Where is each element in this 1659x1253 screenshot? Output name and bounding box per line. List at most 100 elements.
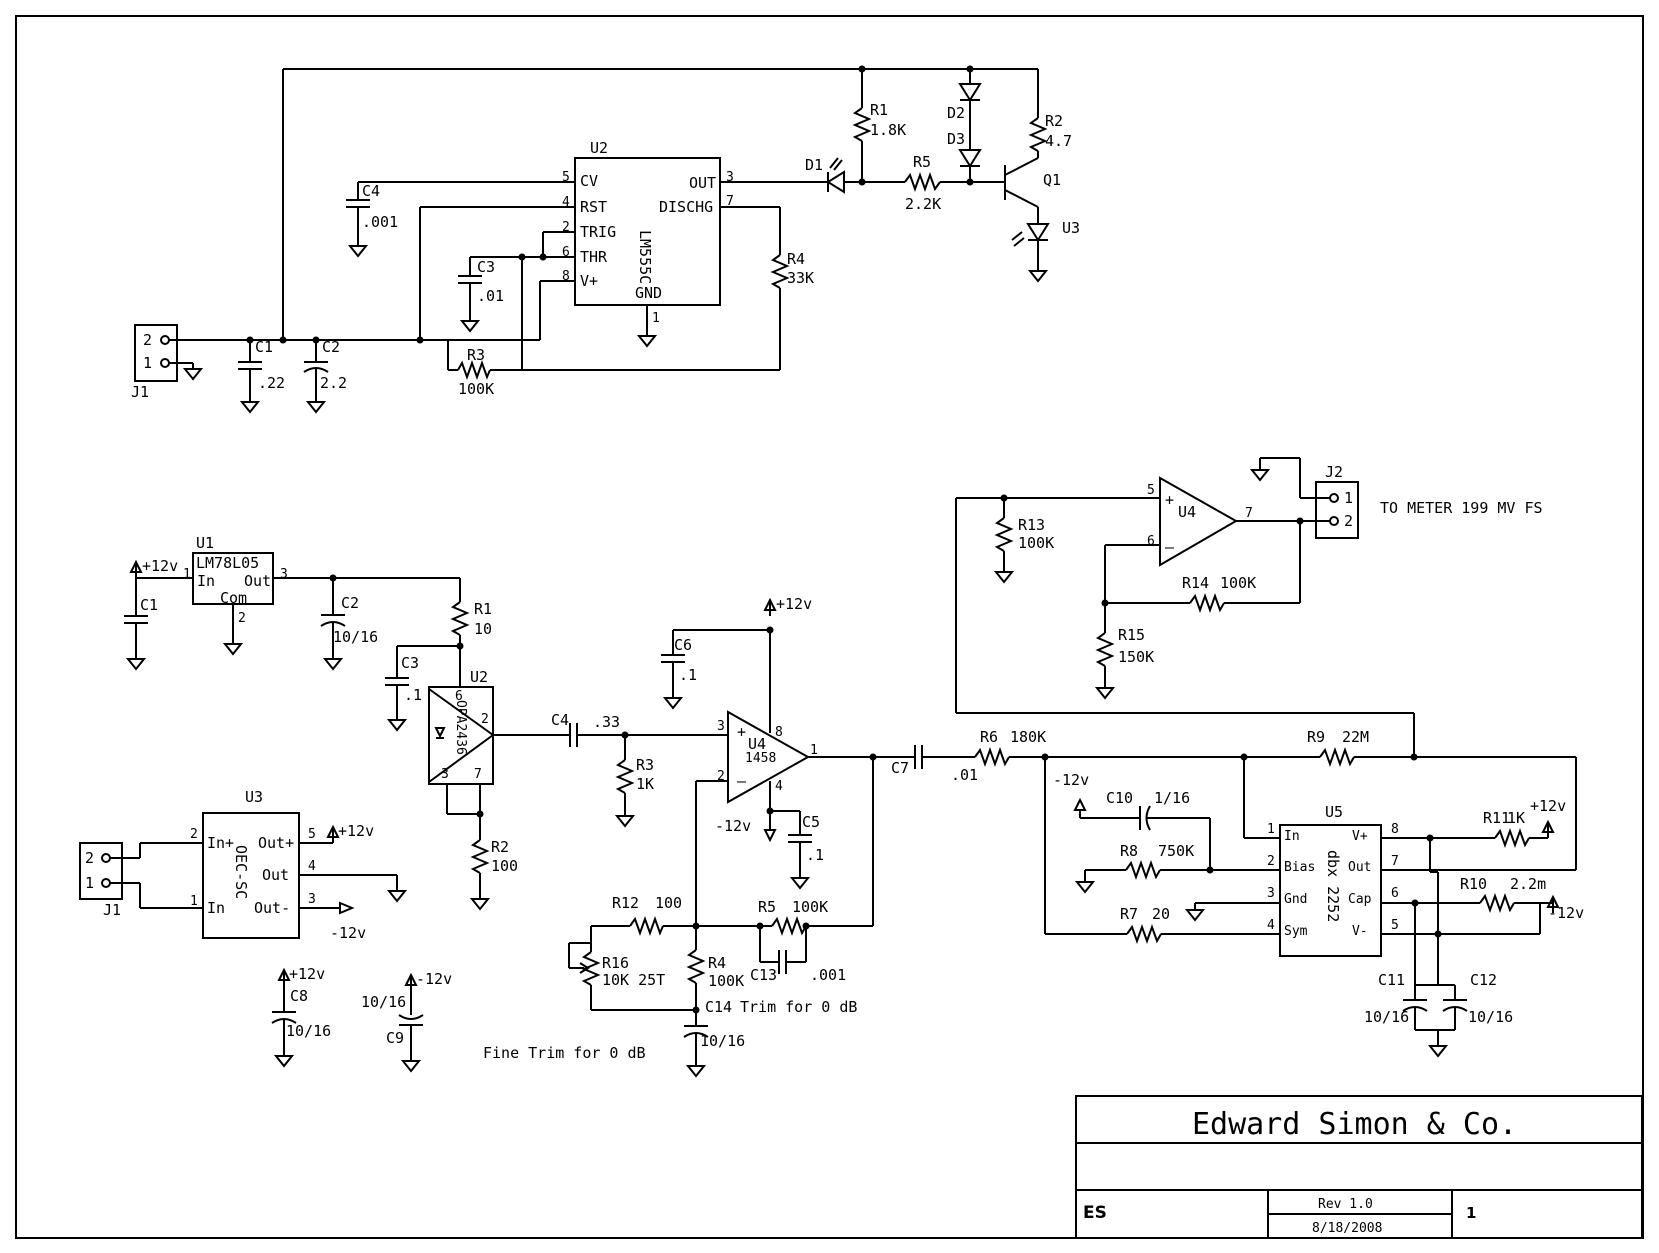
u5-out-label: Out xyxy=(1348,860,1371,875)
r3-ref-label: R3 xyxy=(467,346,485,364)
u2b-pin3: 3 xyxy=(441,767,449,782)
u5-bias-label: Bias xyxy=(1284,860,1315,875)
c13-ref-label: C13 xyxy=(750,966,777,984)
u2-pin-out: OUT xyxy=(689,174,716,192)
u2-pinnum-5: 5 xyxy=(562,170,570,185)
r14-ref-label: R14 xyxy=(1182,574,1209,592)
c10-ref-label: C10 xyxy=(1106,789,1133,807)
capacitor-c13-bottom: C13 .001 xyxy=(750,950,846,984)
capacitor-c6-bottom: C6 .1 xyxy=(661,636,697,709)
c10-supply-label: -12v xyxy=(1053,771,1089,789)
c9-ref-label: C9 xyxy=(386,1029,404,1047)
r15-ref-label: R15 xyxy=(1118,626,1145,644)
u1-pin2: 2 xyxy=(238,611,246,626)
r2-ref-label: R2 xyxy=(1045,112,1063,130)
u5-in-label: In xyxy=(1284,829,1300,844)
u2b-pin6: 6 xyxy=(455,689,463,704)
u4b-plus-label: + xyxy=(1165,491,1174,509)
r4-ref-label: R4 xyxy=(787,250,805,268)
r1-value-label: 1.8K xyxy=(870,121,906,139)
capacitor-c2-top: C2 2.2 xyxy=(303,336,347,413)
u4-pin8: 8 xyxy=(775,725,783,740)
c8-ref-label: C8 xyxy=(290,987,308,1005)
c4-ref-label: C4 xyxy=(362,182,380,200)
u2-pin-thr: THR xyxy=(580,248,608,266)
u1-ref-label: U1 xyxy=(196,534,214,552)
c3-value-label: .01 xyxy=(477,287,504,305)
c14-value-label: 10/16 xyxy=(700,1032,745,1050)
capacitor-c5-bottom: C5 .1 xyxy=(788,813,824,889)
resistor-r4-bottom: R4 100K xyxy=(686,949,744,1010)
r5-value-label: 2.2K xyxy=(905,195,941,213)
c13-value-label: .001 xyxy=(810,966,846,984)
u3b-pin1: 1 xyxy=(190,894,198,909)
transistor-q1: Q1 xyxy=(1004,151,1061,224)
capacitor-c4-top: C4 .001 xyxy=(346,182,398,257)
u5-part-label: dbx 2252 xyxy=(1324,850,1342,922)
j2-ref-label: J2 xyxy=(1325,463,1343,481)
j1-pin2-label: 2 xyxy=(143,331,152,349)
circuit-1: 2 1 J1 C1 .22 C2 2.2 U2 xyxy=(131,65,1080,413)
capacitor-c8: C8 10/16 xyxy=(271,986,331,1067)
u4-plus-label: + xyxy=(737,723,746,741)
u2-pin-dischg: DISCHG xyxy=(659,198,713,216)
c7-value-label: .01 xyxy=(951,766,978,784)
c10-value-label: 1/16 xyxy=(1154,789,1190,807)
resistor-r1-top: R1 1.8K xyxy=(852,101,906,182)
r9-value-label: 22M xyxy=(1342,728,1369,746)
connector-j1-top: 2 1 J1 xyxy=(131,324,178,401)
r3b-ref-label: R3 xyxy=(636,756,654,774)
sheet-border xyxy=(15,15,1644,1239)
u2-pin-cv: CV xyxy=(580,172,598,190)
r3-value-label: 100K xyxy=(458,380,494,398)
j2-pin1-label: 1 xyxy=(1344,489,1353,507)
u4-pin4: 4 xyxy=(775,779,783,794)
u5-pin8: 8 xyxy=(1391,822,1399,837)
led-u3-top: U3 xyxy=(1011,219,1080,282)
c2-ref-label: C2 xyxy=(322,338,340,356)
r3b-value-label: 1K xyxy=(636,775,654,793)
j2-pin2-label: 2 xyxy=(1344,512,1353,530)
c9-supply-label: -12v xyxy=(416,970,452,988)
capacitor-c1-bottom: C1 xyxy=(124,596,158,670)
r11-supply-label: +12v xyxy=(1530,797,1566,815)
c9-value-label: 10/16 xyxy=(361,993,406,1011)
r10-ref-label: R10 xyxy=(1460,875,1487,893)
r15-value-label: 150K xyxy=(1118,648,1154,666)
u2-pinnum-6: 6 xyxy=(562,245,570,260)
r14-value-label: 100K xyxy=(1220,574,1256,592)
c1-ref-label: C1 xyxy=(255,338,273,356)
led-d1: D1 xyxy=(805,156,845,194)
connector-j1-bottom: 2 1 J1 xyxy=(79,842,123,919)
r16-value-label: 10K 25T xyxy=(602,971,665,989)
j1-pin1-label: 1 xyxy=(143,354,152,372)
r7-value-label: 20 xyxy=(1152,905,1170,923)
resistor-r12-bottom: R12 100 xyxy=(612,894,682,936)
c12-ref-label: C12 xyxy=(1470,971,1497,989)
u4b-minus-label: – xyxy=(1165,538,1175,556)
u4-part-label: 1458 xyxy=(745,751,776,766)
j1b-pin2-label: 2 xyxy=(85,849,94,867)
r12-value-label: 100 xyxy=(655,894,682,912)
r2b-ref-label: R2 xyxy=(491,838,509,856)
initials: ES xyxy=(1083,1203,1107,1223)
resistor-r9: R9 22M xyxy=(1307,728,1369,767)
u3b-pin3: 3 xyxy=(308,892,316,907)
r6-value-label: 180K xyxy=(1010,728,1046,746)
company-name: Edward Simon & Co. xyxy=(1192,1107,1517,1142)
u3b-vplus-label: +12v xyxy=(338,822,374,840)
resistor-r10: R10 2.2m xyxy=(1460,875,1546,913)
resistor-r15: R15 150K xyxy=(1095,626,1154,699)
resistor-r8: R8 750K xyxy=(1120,842,1194,880)
d1-ref-label: D1 xyxy=(805,156,823,174)
u2b-part-label: OPA2436 xyxy=(453,700,468,755)
connector-j2: 1 2 J2 xyxy=(1315,463,1359,539)
c14-ref-label: C14 xyxy=(705,998,732,1016)
c5b-value-label: .1 xyxy=(806,846,824,864)
u3b-pin2: 2 xyxy=(190,827,198,842)
r13-ref-label: R13 xyxy=(1018,516,1045,534)
u2-pin-trig: TRIG xyxy=(580,223,616,241)
circuit-2: U1 LM78L05 In Out Com 1 2 3 +12v C1 C2 1… xyxy=(79,457,1584,1077)
u2-pinnum-3: 3 xyxy=(726,170,734,185)
